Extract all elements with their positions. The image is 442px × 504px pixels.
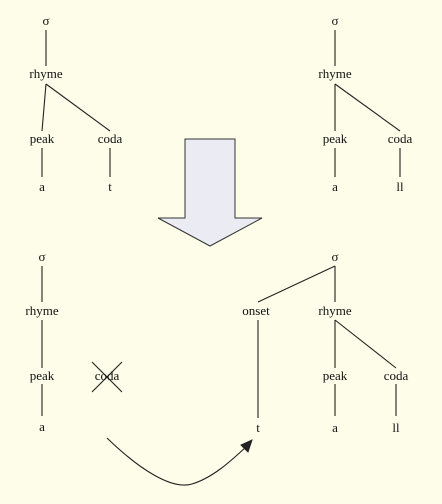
sigma-top-left: σ — [41, 13, 51, 28]
peak-top-left: peak — [28, 131, 56, 146]
rhyme-top-left: rhyme — [28, 66, 64, 81]
curved-arrow-icon — [106, 437, 253, 486]
peak-top-right: peak — [321, 131, 349, 146]
sigma-bottom-left: σ — [37, 249, 47, 264]
rhyme-bottom-left: rhyme — [24, 303, 60, 318]
segment-ll-top-right: ll — [395, 179, 405, 194]
rhyme-bottom-right: rhyme — [317, 303, 353, 318]
segment-t-top-left: t — [107, 179, 113, 194]
cross-out-icon — [91, 361, 123, 393]
sigma-top-right: σ — [330, 13, 340, 28]
tree-top-right-edges — [334, 30, 401, 177]
segment-a-bottom-left: a — [38, 419, 46, 434]
peak-bottom-right: peak — [321, 368, 349, 383]
tree-bottom-right-edges — [257, 265, 397, 418]
peak-bottom-left: peak — [28, 368, 56, 383]
tree-top-left-edges — [41, 30, 111, 177]
coda-top-right: coda — [386, 131, 414, 146]
down-arrow-icon — [157, 138, 263, 247]
segment-ll-bottom-right: ll — [391, 420, 401, 435]
sigma-bottom-right: σ — [330, 249, 340, 264]
segment-a-top-right: a — [331, 179, 339, 194]
coda-bottom-right: coda — [382, 368, 410, 383]
segment-a-top-left: a — [38, 179, 46, 194]
rhyme-top-right: rhyme — [317, 66, 353, 81]
segment-a-bottom-right: a — [331, 420, 339, 435]
segment-t-bottom-right: t — [255, 420, 261, 435]
coda-bottom-left-crossed: coda — [94, 368, 120, 383]
onset-bottom-right: onset — [241, 303, 271, 318]
coda-top-left: coda — [96, 131, 124, 146]
